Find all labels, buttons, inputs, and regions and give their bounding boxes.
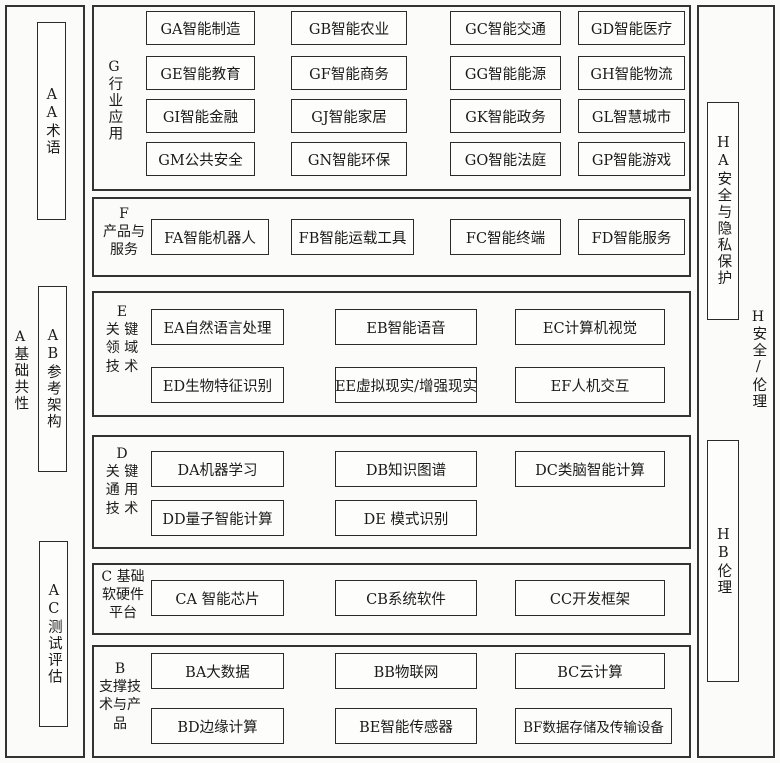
f-text-line2: 服务 [110, 242, 138, 259]
g-item: GB智能农业 [291, 11, 407, 45]
a-text: 基础共性 [12, 346, 29, 413]
e-text-line2: 领 域 [105, 340, 139, 357]
g-item: GD智能医疗 [578, 11, 685, 45]
d-item: DC类脑智能计算 [515, 451, 665, 487]
b-text-line1: 支撑技 [99, 679, 141, 696]
g-item: GM公共安全 [146, 142, 255, 176]
d-code: D [116, 446, 128, 462]
e-item: EC计算机视觉 [515, 309, 665, 345]
e-item: EE虚拟现实/增强现实 [335, 367, 477, 403]
f-products-services-section [92, 197, 691, 277]
g-item: GJ智能家居 [291, 99, 407, 133]
g-item: GP智能游戏 [578, 142, 685, 176]
a-column-label: A 基础共性 [9, 328, 31, 417]
b-item: BF数据存储及传输设备 [515, 708, 672, 744]
b-code: B [114, 661, 126, 677]
aa-terminology-box: AA术语 [37, 22, 66, 220]
e-key-domain-tech-section [92, 291, 691, 417]
e-item: EB智能语音 [335, 309, 477, 345]
d-text-line3: 技 术 [105, 500, 139, 517]
g-item: GC智能交通 [450, 11, 561, 45]
b-section-label: B 支撑技 术与产 品 [95, 660, 145, 733]
f-item: FB智能运载工具 [291, 219, 414, 255]
e-item: ED生物特征识别 [151, 367, 284, 403]
ab-reference-architecture-box: AB参考架构 [38, 286, 67, 472]
f-item: FA智能机器人 [151, 219, 269, 255]
b-text-line2: 术与产 [99, 697, 141, 714]
g-item: GE智能教育 [146, 56, 255, 90]
b-item: BD边缘计算 [151, 708, 284, 744]
b-support-tech-section [92, 645, 691, 758]
h-column-label: H 安全/伦理 [747, 308, 769, 415]
g-item: GN智能环保 [291, 142, 407, 176]
d-section-label: D 关 键 通 用 技 术 [97, 445, 147, 518]
b-item: BC云计算 [515, 653, 665, 689]
g-item: GH智能物流 [578, 56, 685, 90]
g-section-label: G 行业应用 [103, 58, 125, 147]
a-foundation-column [5, 5, 85, 758]
d-text-line2: 通 用 [105, 482, 139, 499]
e-code: E [116, 304, 128, 320]
c-platform-section [92, 563, 691, 635]
d-item: DA机器学习 [151, 451, 284, 487]
c-item: CA 智能芯片 [151, 580, 284, 616]
c-text-line3: 平台 [109, 605, 137, 622]
e-section-label: E 关 键 领 域 技 术 [97, 303, 147, 376]
ab-label: AB参考架构 [44, 328, 61, 430]
d-item: DE 模式识别 [335, 500, 477, 536]
f-item: FD智能服务 [578, 219, 685, 255]
d-item: DD量子智能计算 [151, 500, 284, 536]
b-item: BE智能传感器 [335, 708, 477, 744]
c-text-line2: 软硬件 [102, 587, 144, 604]
g-item: GF智能商务 [291, 56, 407, 90]
c-item: CC开发框架 [515, 580, 665, 616]
e-text-line3: 技 术 [105, 358, 139, 375]
g-item: GO智能法庭 [450, 142, 561, 176]
ac-label: AC测试评估 [45, 583, 62, 685]
f-section-label: F 产品与 服务 [102, 205, 146, 260]
c-item: CB系统软件 [335, 580, 477, 616]
c-code: C 基础 [101, 569, 145, 585]
g-text: 行业应用 [106, 76, 123, 143]
g-code: G [108, 59, 120, 75]
g-item: GK智能政务 [450, 99, 561, 133]
g-item: GG智能能源 [450, 56, 561, 90]
c-section-label: C 基础 软硬件 平台 [95, 568, 151, 623]
ac-testing-evaluation-box: AC测试评估 [39, 541, 68, 727]
ha-security-privacy-box: HA安全与隐私保护 [707, 102, 739, 320]
d-key-general-tech-section [92, 435, 691, 549]
h-code: H [751, 309, 765, 325]
h-safety-ethics-column [697, 5, 775, 758]
d-text-line1: 关 键 [105, 464, 139, 481]
g-item: GA智能制造 [146, 11, 255, 45]
b-item: BB物联网 [335, 653, 477, 689]
g-item: GI智能金融 [146, 99, 255, 133]
b-text-line3: 品 [113, 715, 127, 732]
aa-label: AA术语 [43, 86, 60, 156]
b-item: BA大数据 [151, 653, 284, 689]
g-item: GL智慧城市 [578, 99, 685, 133]
e-text-line1: 关 键 [105, 322, 139, 339]
hb-label: HB伦理 [715, 526, 732, 596]
h-text: 安全/伦理 [750, 326, 767, 411]
ha-label: HA安全与隐私保护 [715, 135, 732, 287]
f-item: FC智能终端 [450, 219, 561, 255]
f-code: F [119, 206, 129, 222]
hb-ethics-box: HB伦理 [707, 440, 739, 682]
f-text-line1: 产品与 [103, 224, 145, 241]
a-code: A [14, 329, 26, 345]
d-item: DB知识图谱 [335, 451, 477, 487]
g-industry-application-section [92, 5, 691, 191]
e-item: EF人机交互 [515, 367, 665, 403]
e-item: EA自然语言处理 [151, 309, 284, 345]
